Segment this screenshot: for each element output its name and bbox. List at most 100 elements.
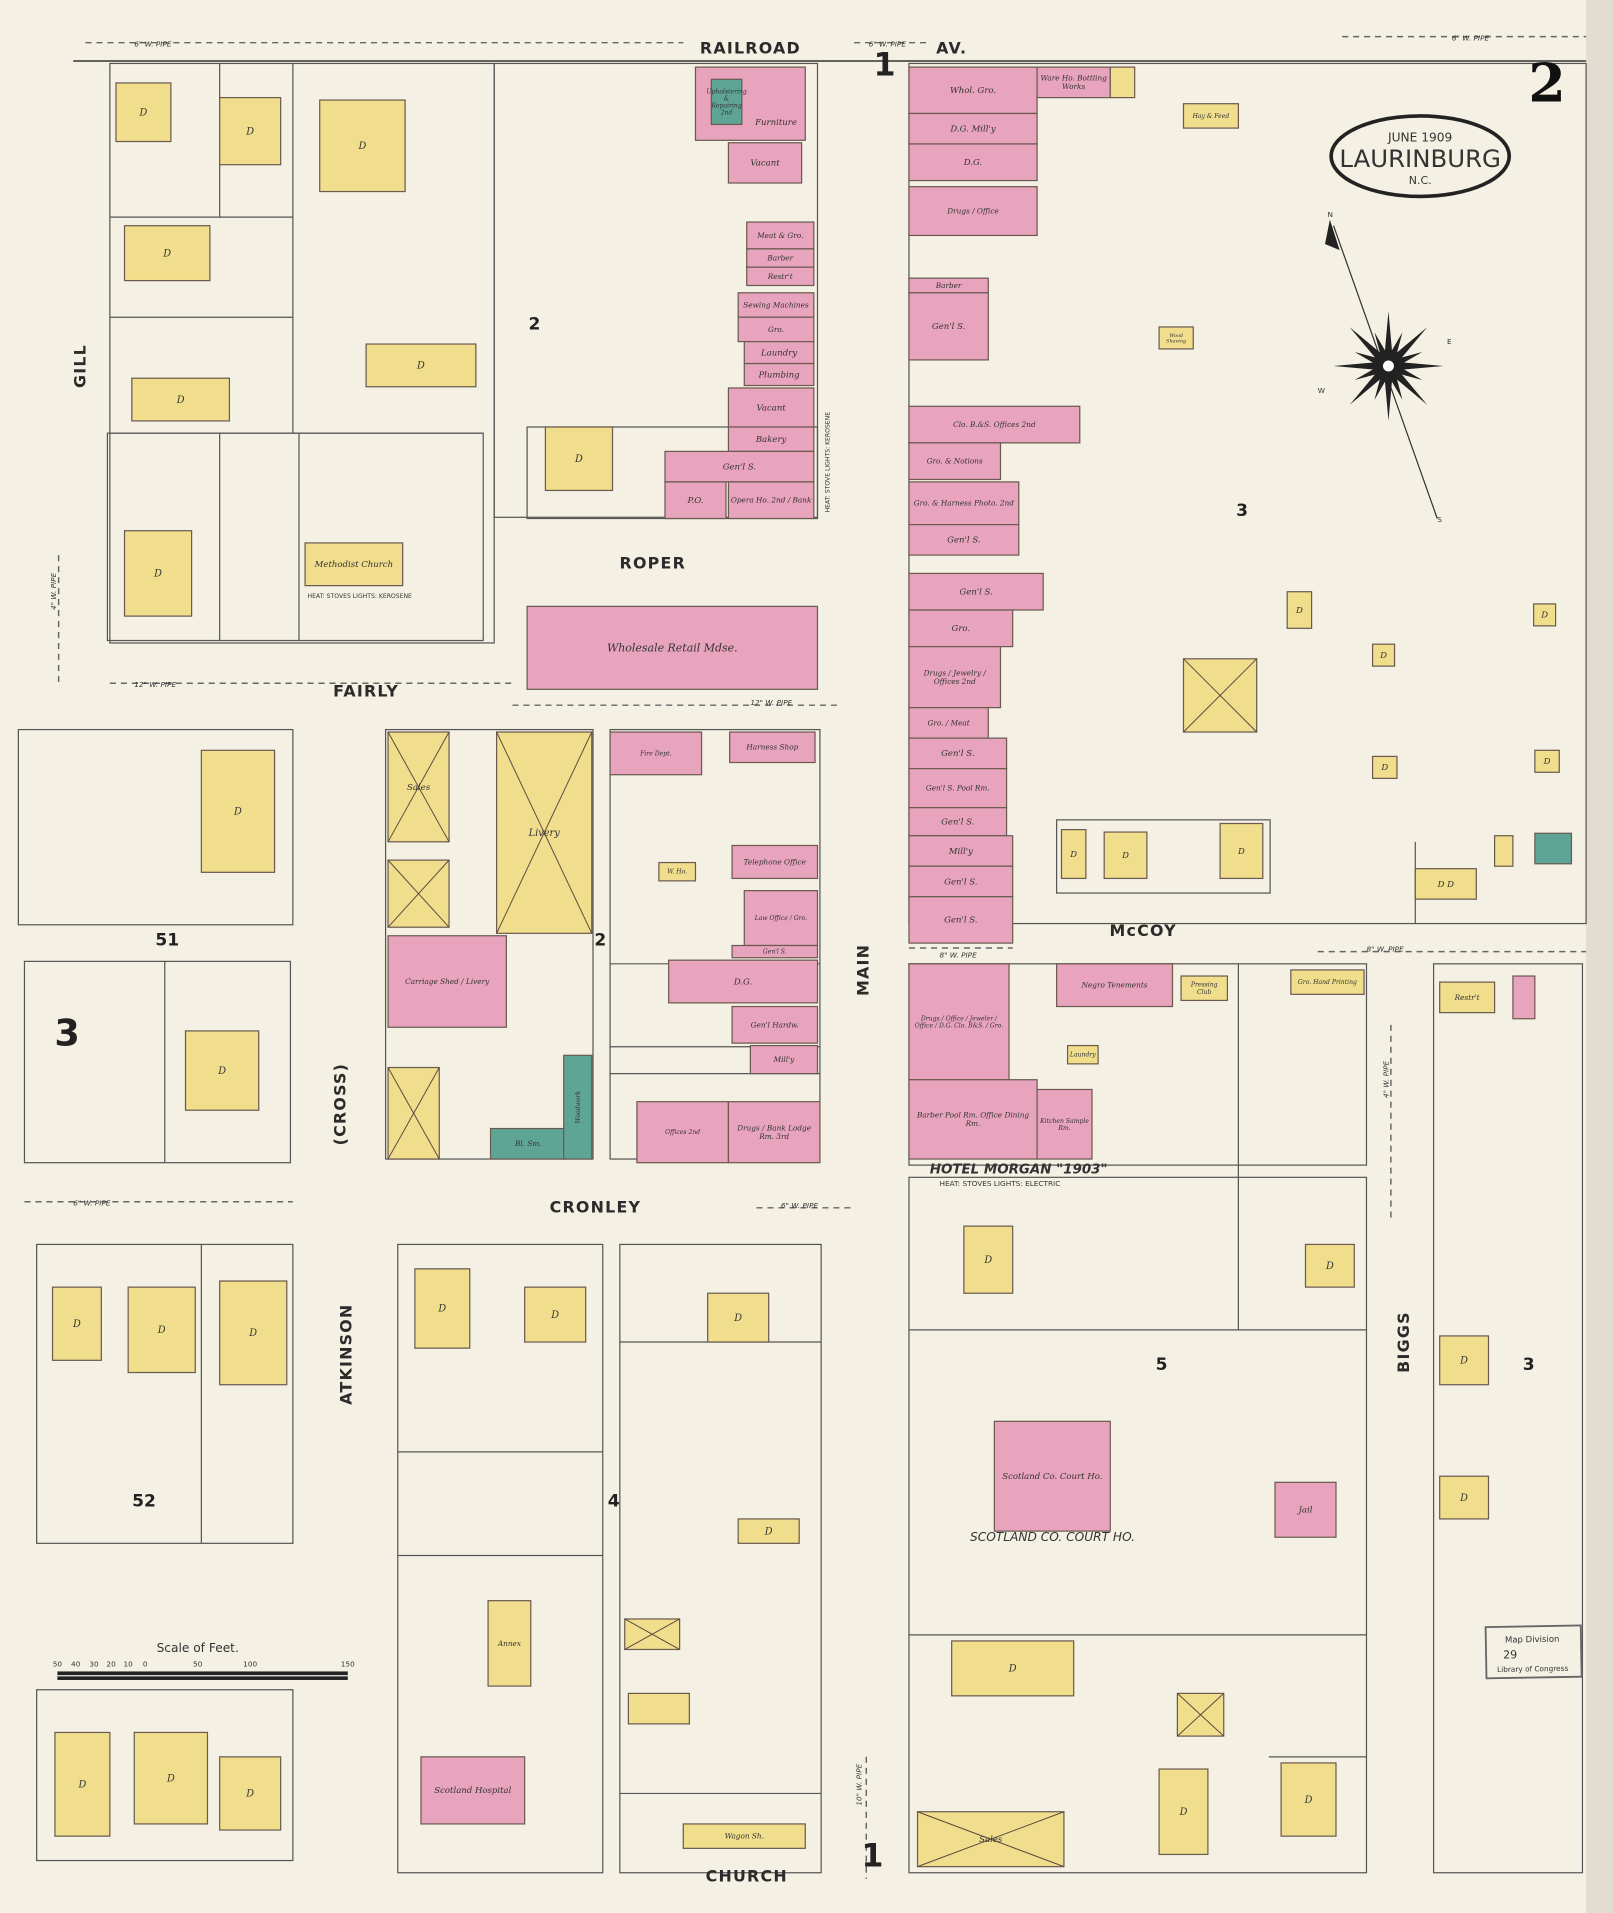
building — [1219, 822, 1264, 880]
building — [563, 1054, 593, 1160]
building — [131, 377, 231, 422]
building-label: Carriage Shed / Livery — [405, 977, 490, 986]
building-label-line: Drugs / Jewelry / — [923, 668, 988, 677]
scale-tick-label: 100 — [243, 1660, 257, 1669]
building — [707, 1292, 770, 1343]
building-footprint — [1036, 66, 1111, 99]
open-shed-cross — [387, 731, 450, 843]
building — [1371, 643, 1396, 667]
building-footprint — [908, 481, 1020, 526]
compass-point — [1383, 332, 1403, 368]
building-footprint — [627, 1692, 690, 1725]
building-label: D — [72, 1319, 81, 1330]
building-label-line: Ware Ho. Bottling — [1040, 74, 1107, 83]
title-date: JUNE 1909 — [1387, 131, 1452, 145]
pipe-label: 6" W. PIPE — [134, 39, 172, 48]
building — [908, 963, 1010, 1081]
building-label-line: 2nd — [720, 109, 733, 116]
north-arrow-icon — [1325, 219, 1340, 251]
building-footprint — [668, 959, 819, 1004]
building-label-line: Upholstering — [706, 88, 747, 95]
street-label: ROPER — [620, 554, 686, 573]
library-stamp: Map Division 29 Library of Congress — [1484, 1624, 1583, 1680]
compass-point — [1385, 327, 1428, 370]
building-label: Whol. Gro. — [950, 86, 996, 96]
building — [219, 96, 282, 166]
building — [115, 82, 172, 143]
building-label: D — [764, 1526, 773, 1537]
building-label: Restr't — [767, 272, 793, 281]
building-label: Gen'l S. — [941, 818, 974, 828]
building — [731, 1005, 819, 1044]
street-label: CRONLEY — [550, 1198, 642, 1217]
building-footprint — [731, 944, 819, 959]
street-label: MAIN — [854, 944, 873, 996]
building-footprint — [1304, 1243, 1355, 1288]
pipe-label: 4" W. PIPE — [49, 572, 58, 610]
building-label: D — [1325, 1261, 1334, 1272]
open-shed-cross — [624, 1618, 680, 1650]
building-footprint — [1066, 1044, 1099, 1065]
building — [1439, 981, 1496, 1014]
building-label-line: Wood — [1169, 333, 1183, 339]
building — [387, 859, 450, 928]
open-shed-cross — [1183, 658, 1258, 733]
building-footprint — [563, 1054, 593, 1160]
church-note: HEAT: STOVES LIGHTS: KEROSENE — [308, 593, 413, 600]
building-footprint — [1439, 1475, 1490, 1520]
scale-tick-label: 50 — [53, 1660, 63, 1669]
building-footprint — [1414, 868, 1477, 900]
building-footprint — [123, 225, 211, 282]
building — [133, 1731, 209, 1825]
scale-tick-label: 0 — [143, 1660, 148, 1669]
building-label: Drugs / Jewelry /Offices 2nd — [923, 668, 988, 685]
building-label-line: Works — [1062, 82, 1085, 91]
building-footprint — [200, 749, 276, 873]
building-label: Annex — [497, 1639, 522, 1648]
building-footprint — [1180, 975, 1229, 1002]
building-label-line: Offices 2nd — [934, 677, 976, 686]
building — [1182, 103, 1239, 129]
building — [1534, 832, 1573, 865]
building-footprint — [664, 481, 727, 520]
building-label: Mill'y — [948, 847, 973, 857]
building-footprint — [1534, 832, 1573, 865]
building-label: D — [166, 1773, 175, 1784]
street-label: ATKINSON — [336, 1304, 355, 1405]
pipe-label: 4" W. PIPE — [1381, 1060, 1390, 1098]
building-footprint — [908, 405, 1081, 444]
building — [951, 1640, 1075, 1697]
scale-tick-label: 30 — [89, 1660, 99, 1669]
building — [1371, 755, 1398, 779]
building — [908, 442, 1002, 481]
building-footprint — [1219, 822, 1264, 880]
building-footprint — [524, 1286, 587, 1343]
building-label: Gro. & Harness Photo. 2nd — [914, 499, 1014, 508]
block-outline — [397, 1243, 604, 1874]
building-footprint — [658, 861, 697, 882]
building-label: Gen'l S. — [723, 463, 756, 473]
building — [636, 1101, 730, 1164]
building-label: Opera Ho. 2nd / Bank — [731, 496, 812, 505]
building-footprint — [731, 844, 819, 880]
building — [664, 450, 815, 483]
building-footprint — [1109, 66, 1136, 99]
building-label: Mill'y — [773, 1055, 796, 1064]
building-label: Gen'l S. Pool Rm. — [926, 784, 990, 793]
building — [658, 861, 697, 882]
open-shed-cross — [496, 731, 593, 934]
building — [682, 1823, 806, 1849]
building-label: Laundry — [760, 348, 797, 358]
building-label: D — [1121, 851, 1129, 861]
building-footprint — [908, 292, 989, 361]
building-label: Gen'l S. — [763, 949, 787, 956]
building-label-line: Barber Pool Rm. Office Dining — [916, 1111, 1029, 1120]
building-label: Gro. / Meat — [928, 718, 970, 727]
building-label: D — [1379, 651, 1387, 661]
building — [1280, 1762, 1337, 1837]
building-footprint — [1533, 603, 1557, 627]
block-outline — [493, 62, 819, 518]
